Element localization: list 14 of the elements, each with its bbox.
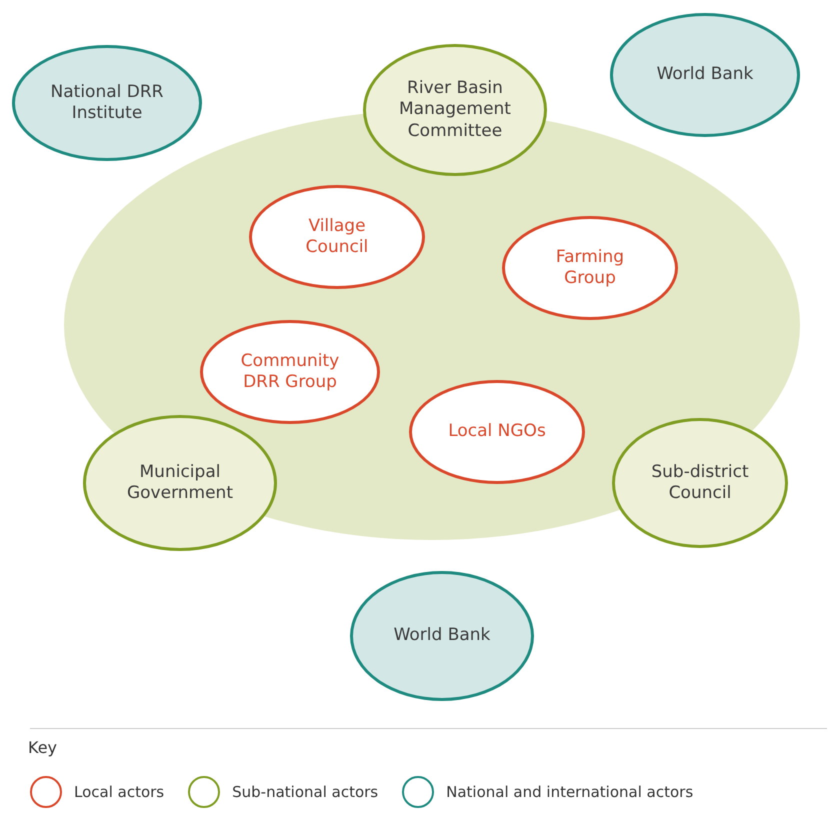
key-heading: Key: [28, 738, 58, 757]
actor-label: Local NGOs: [448, 421, 546, 443]
actor-label: Farming Group: [554, 246, 626, 290]
legend-text: Local actors: [74, 783, 164, 801]
actor-label: Municipal Government: [126, 462, 234, 504]
actor-label: Village Council: [304, 216, 370, 258]
legend-text: Sub-national actors: [232, 783, 378, 801]
actor-label: National DRR Institute: [50, 82, 164, 124]
actor-label: World Bank: [656, 64, 754, 86]
actor-label: River Basin Management Committee: [398, 78, 512, 142]
actor-label: World Bank: [394, 625, 490, 647]
actor-label: Community DRR Group: [240, 350, 340, 394]
actor-label: Sub-district Council: [650, 462, 750, 504]
legend-text: National and international actors: [446, 783, 694, 801]
